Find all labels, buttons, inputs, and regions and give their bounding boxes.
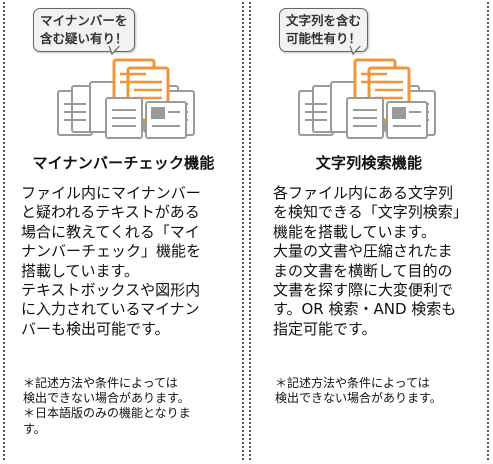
feature-column-string-search: 文字列を含む 可能性有り！ [249,2,489,460]
feature-description: 各ファイル内にある文字列 を検知できる「文字列検索」 機能を搭載しています。 大… [273,184,468,338]
speech-bubble-icon: マイナンバーを 含む疑い有り！ [33,8,135,52]
feature-title: 文字列検索機能 [315,154,423,172]
document-stack-icon [298,46,436,139]
illustration: 文字列を含む 可能性有り！ [251,6,487,146]
feature-column-mynumber: マイナンバーを 含む疑い有り！ [3,2,244,460]
feature-title: マイナンバーチェック機能 [32,154,215,172]
bubble-line: 含む疑い有り！ [40,31,128,46]
bubble-line: 可能性有り！ [286,31,362,46]
feature-notes: ＊記述方法や条件によっては 検出できない場合があります。 ＊日本語版のみの機能と… [23,376,191,436]
illustration: マイナンバーを 含む疑い有り！ [5,6,242,146]
speech-bubble-icon: 文字列を含む 可能性有り！ [279,8,369,52]
feature-notes: ＊記述方法や条件によっては 検出できない場合があります。 [275,376,442,406]
feature-description: ファイル内にマイナンバー と疑われるテキストがある 場合に教えてくれる「マイ ナ… [21,184,202,338]
bubble-line: マイナンバーを [40,13,128,28]
document-stack-icon [57,46,195,139]
bubble-line: 文字列を含む [286,13,362,28]
